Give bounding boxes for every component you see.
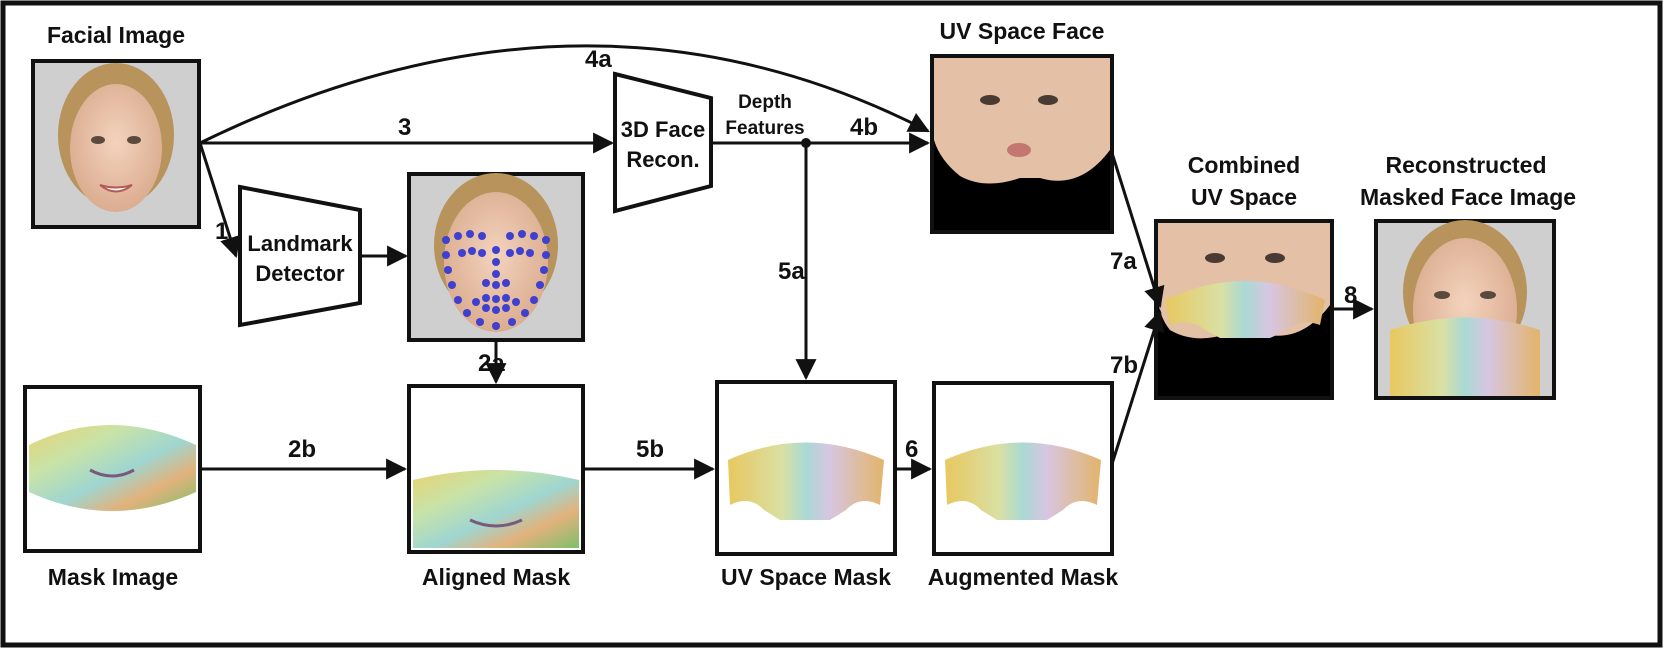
landmark-detector-text-1: Landmark [244,230,356,258]
arrow-7b [1112,312,1160,464]
step-4a-label: 4a [585,46,612,74]
arrow-4a [200,46,928,143]
augmented-mask-label: Augmented Mask [918,560,1128,594]
step-4b-label: 4b [850,114,878,142]
step-7a-label: 7a [1110,248,1137,276]
step-3-label: 3 [398,114,411,142]
step-6-label: 6 [905,436,918,464]
step-8-label: 8 [1344,282,1357,310]
reconstructed-panel [1376,220,1554,398]
facial-image-label: Facial Image [33,18,199,52]
augmented-mask-panel [934,383,1112,554]
reconstructed-label-1: Reconstructed [1360,148,1572,182]
facial-image-panel [33,61,199,227]
uv-space-mask-label: UV Space Mask [706,560,906,594]
step-1-label: 1 [215,218,228,246]
step-7b-label: 7b [1110,352,1138,380]
step-2b-label: 2b [288,436,316,464]
landmark-detector-text-2: Detector [244,260,356,288]
landmark-face-panel [409,173,583,340]
step-5b-label: 5b [636,436,664,464]
mask-texture [29,425,196,511]
uv-space-face-label: UV Space Face [922,14,1122,48]
face-recon-text-2: Recon. [617,146,709,174]
step-2a-label: 2a [478,350,505,378]
face-recon-text-1: 3D Face [617,116,709,144]
reconstructed-label-2: Masked Face Image [1360,180,1572,214]
step-5a-label: 5a [778,258,805,286]
mask-image-label: Mask Image [13,560,213,594]
combined-uv-space-panel [1156,221,1332,398]
uv-face-shape [934,58,1110,184]
depth-features-text-1: Depth [720,90,810,116]
combined-uv-space-label-1: Combined [1144,148,1344,182]
uv-space-mask-panel [717,382,895,554]
mask-image-panel [25,387,200,551]
aligned-mask-panel [409,386,583,552]
combined-uv-space-label-2: UV Space [1144,180,1344,214]
depth-features-text-2: Features [720,116,810,142]
uv-space-face-panel [932,56,1112,232]
aligned-mask-label: Aligned Mask [396,560,596,594]
face-shape [70,84,162,212]
